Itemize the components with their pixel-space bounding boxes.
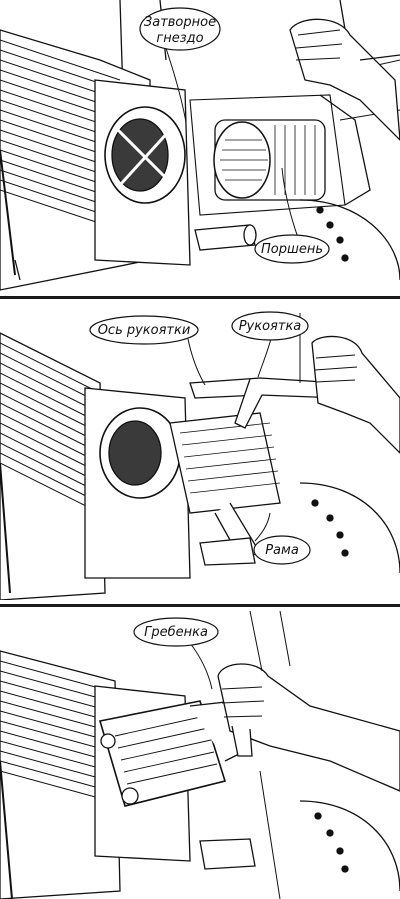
callout-handle-axis-label: Ось рукоятки bbox=[98, 323, 191, 338]
panel-handle-axis-frame: Ось рукоятки Рукоятка Рама bbox=[0, 303, 400, 600]
panel-1-illustration: Затворное гнездо Поршень bbox=[0, 0, 400, 291]
callout-comb: Гребенка bbox=[133, 617, 219, 647]
callout-breech-socket-line1: Затворное bbox=[144, 15, 216, 30]
callout-comb-label: Гребенка bbox=[144, 625, 208, 640]
callout-piston-label: Поршень bbox=[261, 242, 323, 257]
panel-divider bbox=[0, 296, 400, 299]
callout-frame-label: Рама bbox=[265, 543, 299, 558]
callout-handle-label: Рукоятка bbox=[239, 319, 302, 334]
panel-divider bbox=[0, 604, 400, 607]
callout-handle: Рукоятка bbox=[231, 311, 309, 341]
callout-handle-axis: Ось рукоятки bbox=[89, 315, 199, 345]
callout-frame: Рама bbox=[253, 535, 311, 565]
panel-comb: Гребенка bbox=[0, 611, 400, 899]
callout-piston: Поршень bbox=[254, 234, 330, 264]
callout-breech-socket-line2: гнездо bbox=[156, 31, 203, 46]
panel-3-illustration: Гребенка bbox=[0, 611, 400, 899]
panel-2-illustration: Ось рукоятки Рукоятка Рама bbox=[0, 311, 400, 600]
panel-breech-socket-piston: Затворное гнездо Поршень bbox=[0, 0, 400, 292]
callout-breech-socket: Затворное гнездо bbox=[139, 7, 221, 51]
